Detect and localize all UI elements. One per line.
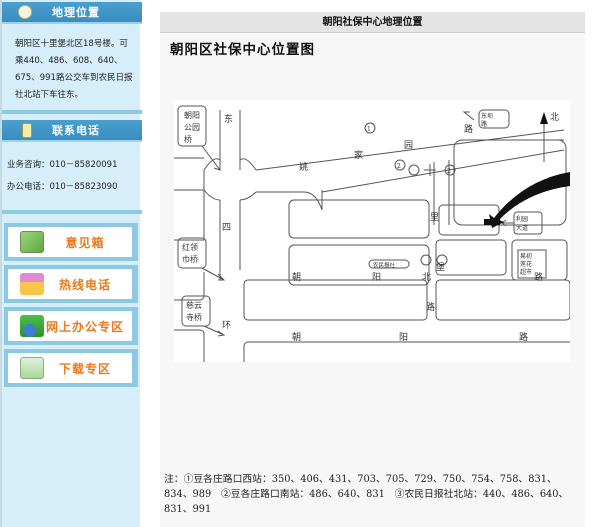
building-icon <box>18 5 32 19</box>
svg-text:利园: 利园 <box>516 215 528 223</box>
svg-text:路: 路 <box>519 331 528 343</box>
svg-text:超市: 超市 <box>520 268 532 276</box>
svg-text:路: 路 <box>534 271 543 283</box>
svg-text:朝阳: 朝阳 <box>184 111 200 120</box>
download-icon <box>20 357 44 379</box>
svg-text:朝: 朝 <box>292 332 301 343</box>
location-map: 朝阳公园桥 东 四 环 姚 家 园 路 里 堡 朝 阳 北 路 路 朝 阳 路 … <box>174 100 571 362</box>
download-label: 下载专区 <box>58 361 111 376</box>
svg-text:红领: 红领 <box>182 242 198 252</box>
svg-text:寺桥: 寺桥 <box>186 312 202 322</box>
online-office-button[interactable]: 网上办公专区 <box>4 307 138 345</box>
svg-text:朝: 朝 <box>292 272 301 283</box>
svg-text:北: 北 <box>422 272 431 283</box>
svg-text:1: 1 <box>367 126 371 133</box>
download-button[interactable]: 下载专区 <box>4 349 138 387</box>
contact-line-business: 业务咨询：010－85820091 <box>7 160 118 170</box>
location-text: 朝阳区十里堡北区18号楼。可乘440、486、608、640、675、991路公… <box>15 39 133 100</box>
online-office-label: 网上办公专区 <box>45 319 124 334</box>
online-office-icon <box>20 315 44 337</box>
svg-text:易初: 易初 <box>520 252 532 260</box>
contact-header: 联系电话 <box>2 120 142 142</box>
svg-text:堡: 堡 <box>436 261 445 273</box>
svg-text:路: 路 <box>464 123 473 135</box>
contact-title: 联系电话 <box>52 124 100 137</box>
suggestion-box-label: 意见箱 <box>65 235 105 250</box>
divider <box>2 210 142 214</box>
svg-text:四: 四 <box>222 223 231 233</box>
contact-lines: 业务咨询：010－85820091 办公电话：010－85823090 <box>7 154 137 198</box>
svg-text:大道: 大道 <box>516 224 528 232</box>
hotline-label: 热线电话 <box>58 277 111 292</box>
svg-text:巾桥: 巾桥 <box>182 254 198 264</box>
svg-text:路: 路 <box>426 301 435 313</box>
svg-text:农民报社: 农民报社 <box>373 261 396 269</box>
svg-text:阳: 阳 <box>372 272 381 283</box>
hotline-icon <box>20 273 44 295</box>
svg-text:2: 2 <box>447 168 451 175</box>
page-header: 朝阳社保中心地理位置 <box>160 12 585 33</box>
svg-text:莲花: 莲花 <box>520 260 532 268</box>
svg-text:公园: 公园 <box>184 123 200 132</box>
svg-text:姚: 姚 <box>299 161 308 173</box>
svg-text:家: 家 <box>354 149 363 161</box>
svg-text:桥: 桥 <box>184 134 192 144</box>
svg-text:北: 北 <box>550 112 559 123</box>
mailbox-pencil-icon <box>20 231 44 253</box>
main-content: 朝阳社保中心地理位置 朝阳区社保中心位置图 <box>160 12 585 527</box>
svg-text:园: 园 <box>404 140 413 151</box>
road-label-dong: 东 <box>224 113 233 125</box>
svg-text:慈云: 慈云 <box>186 300 202 310</box>
contact-line-office: 办公电话：010－85823090 <box>7 182 118 192</box>
sidebar: 地理位置 朝阳区十里堡北区18号楼。可乘440、486、608、640、675、… <box>0 0 142 527</box>
map-title: 朝阳区社保中心位置图 <box>170 42 315 58</box>
svg-text:环: 环 <box>222 320 231 331</box>
svg-text:东坝: 东坝 <box>481 112 493 120</box>
svg-text:阳: 阳 <box>399 332 408 343</box>
divider <box>2 110 142 114</box>
phone-icon <box>22 122 32 138</box>
location-title: 地理位置 <box>52 6 100 19</box>
bus-route-note: 注：①豆各庄路口西站：350、406、431、703、705、729、750、7… <box>164 474 569 515</box>
svg-text:里: 里 <box>430 212 439 223</box>
svg-text:2: 2 <box>397 163 401 170</box>
svg-text:路: 路 <box>481 120 487 128</box>
hotline-button[interactable]: 热线电话 <box>4 265 138 303</box>
suggestion-box-button[interactable]: 意见箱 <box>4 223 138 261</box>
location-header: 地理位置 <box>2 2 142 24</box>
